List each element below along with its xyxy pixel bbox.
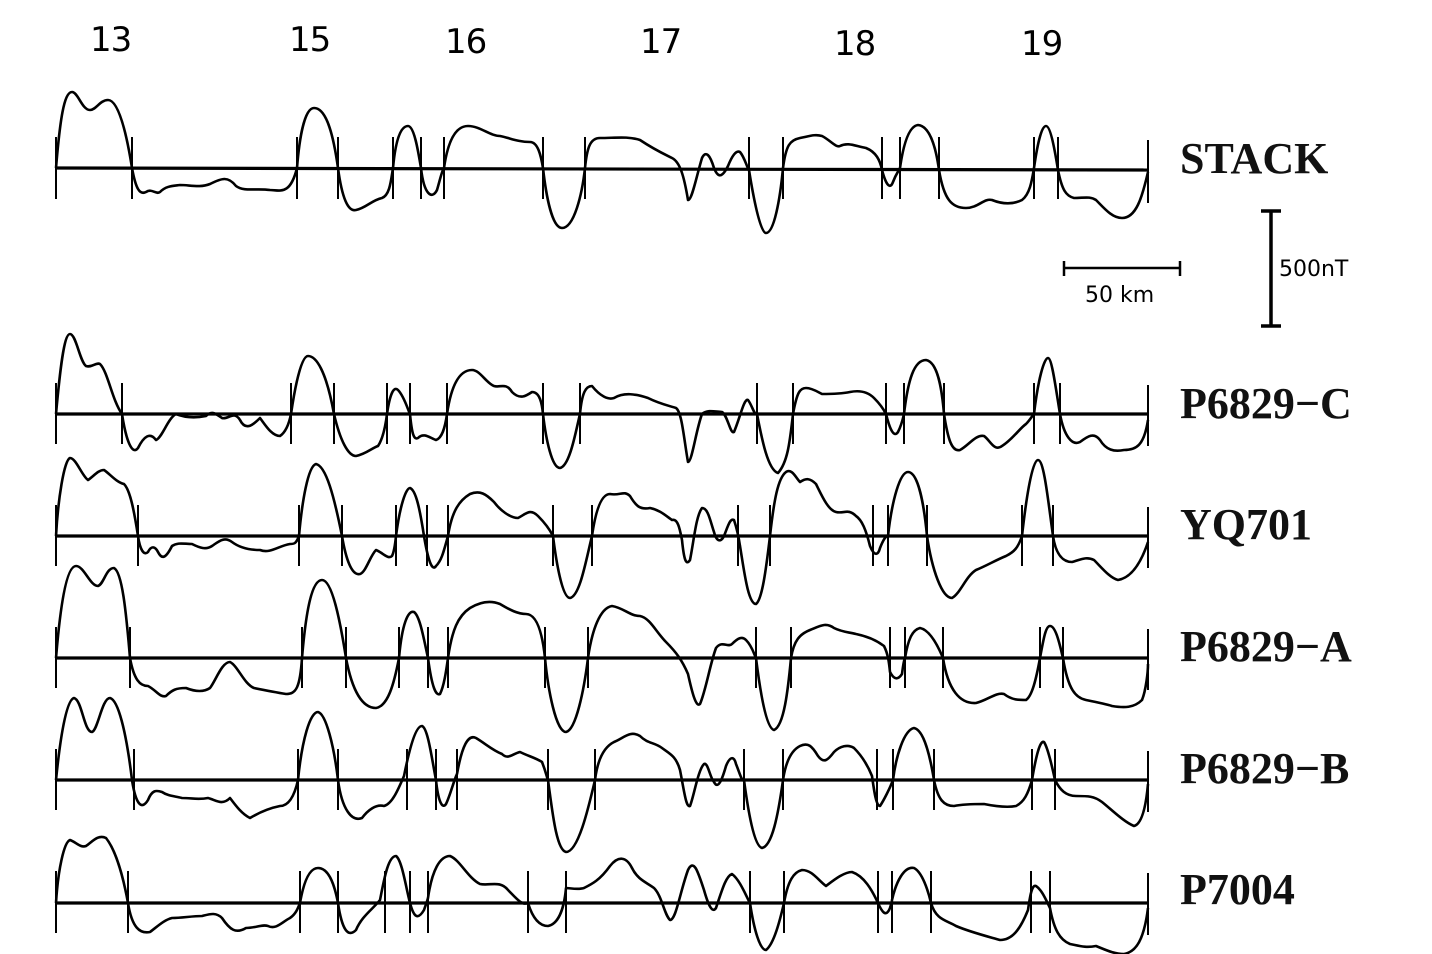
anomaly-label-17: 17: [640, 22, 682, 62]
profile-label-p6829a: P6829−A: [1180, 622, 1352, 671]
profile-label-p6829b: P6829−B: [1180, 744, 1350, 793]
anomaly-label-15: 15: [289, 20, 331, 60]
profile-label-p7004: P7004: [1180, 865, 1295, 914]
anomaly-label-18: 18: [834, 24, 876, 64]
profile-label-p6829c: P6829−C: [1180, 379, 1352, 428]
profile-label-yq701: YQ701: [1180, 500, 1312, 549]
vertical-scale-bar: [1261, 209, 1281, 328]
anomaly-label-16: 16: [445, 22, 487, 62]
anomaly-label-19: 19: [1021, 24, 1063, 64]
profile-label-stack: STACK: [1180, 134, 1329, 183]
profile-p6829b: [54, 696, 1150, 854]
profile-p7004: [54, 835, 1150, 954]
horizontal-scale-label: 50 km: [1085, 283, 1155, 308]
profile-yq701: [54, 456, 1150, 606]
profile-stack: [54, 90, 1150, 235]
anomaly-label-13: 13: [90, 20, 132, 60]
vertical-scale-label: 500nT: [1279, 257, 1349, 282]
profile-p6829a: [54, 564, 1150, 734]
horizontal-scale-bar: [1062, 261, 1182, 276]
profile-p6829c: [54, 332, 1150, 475]
